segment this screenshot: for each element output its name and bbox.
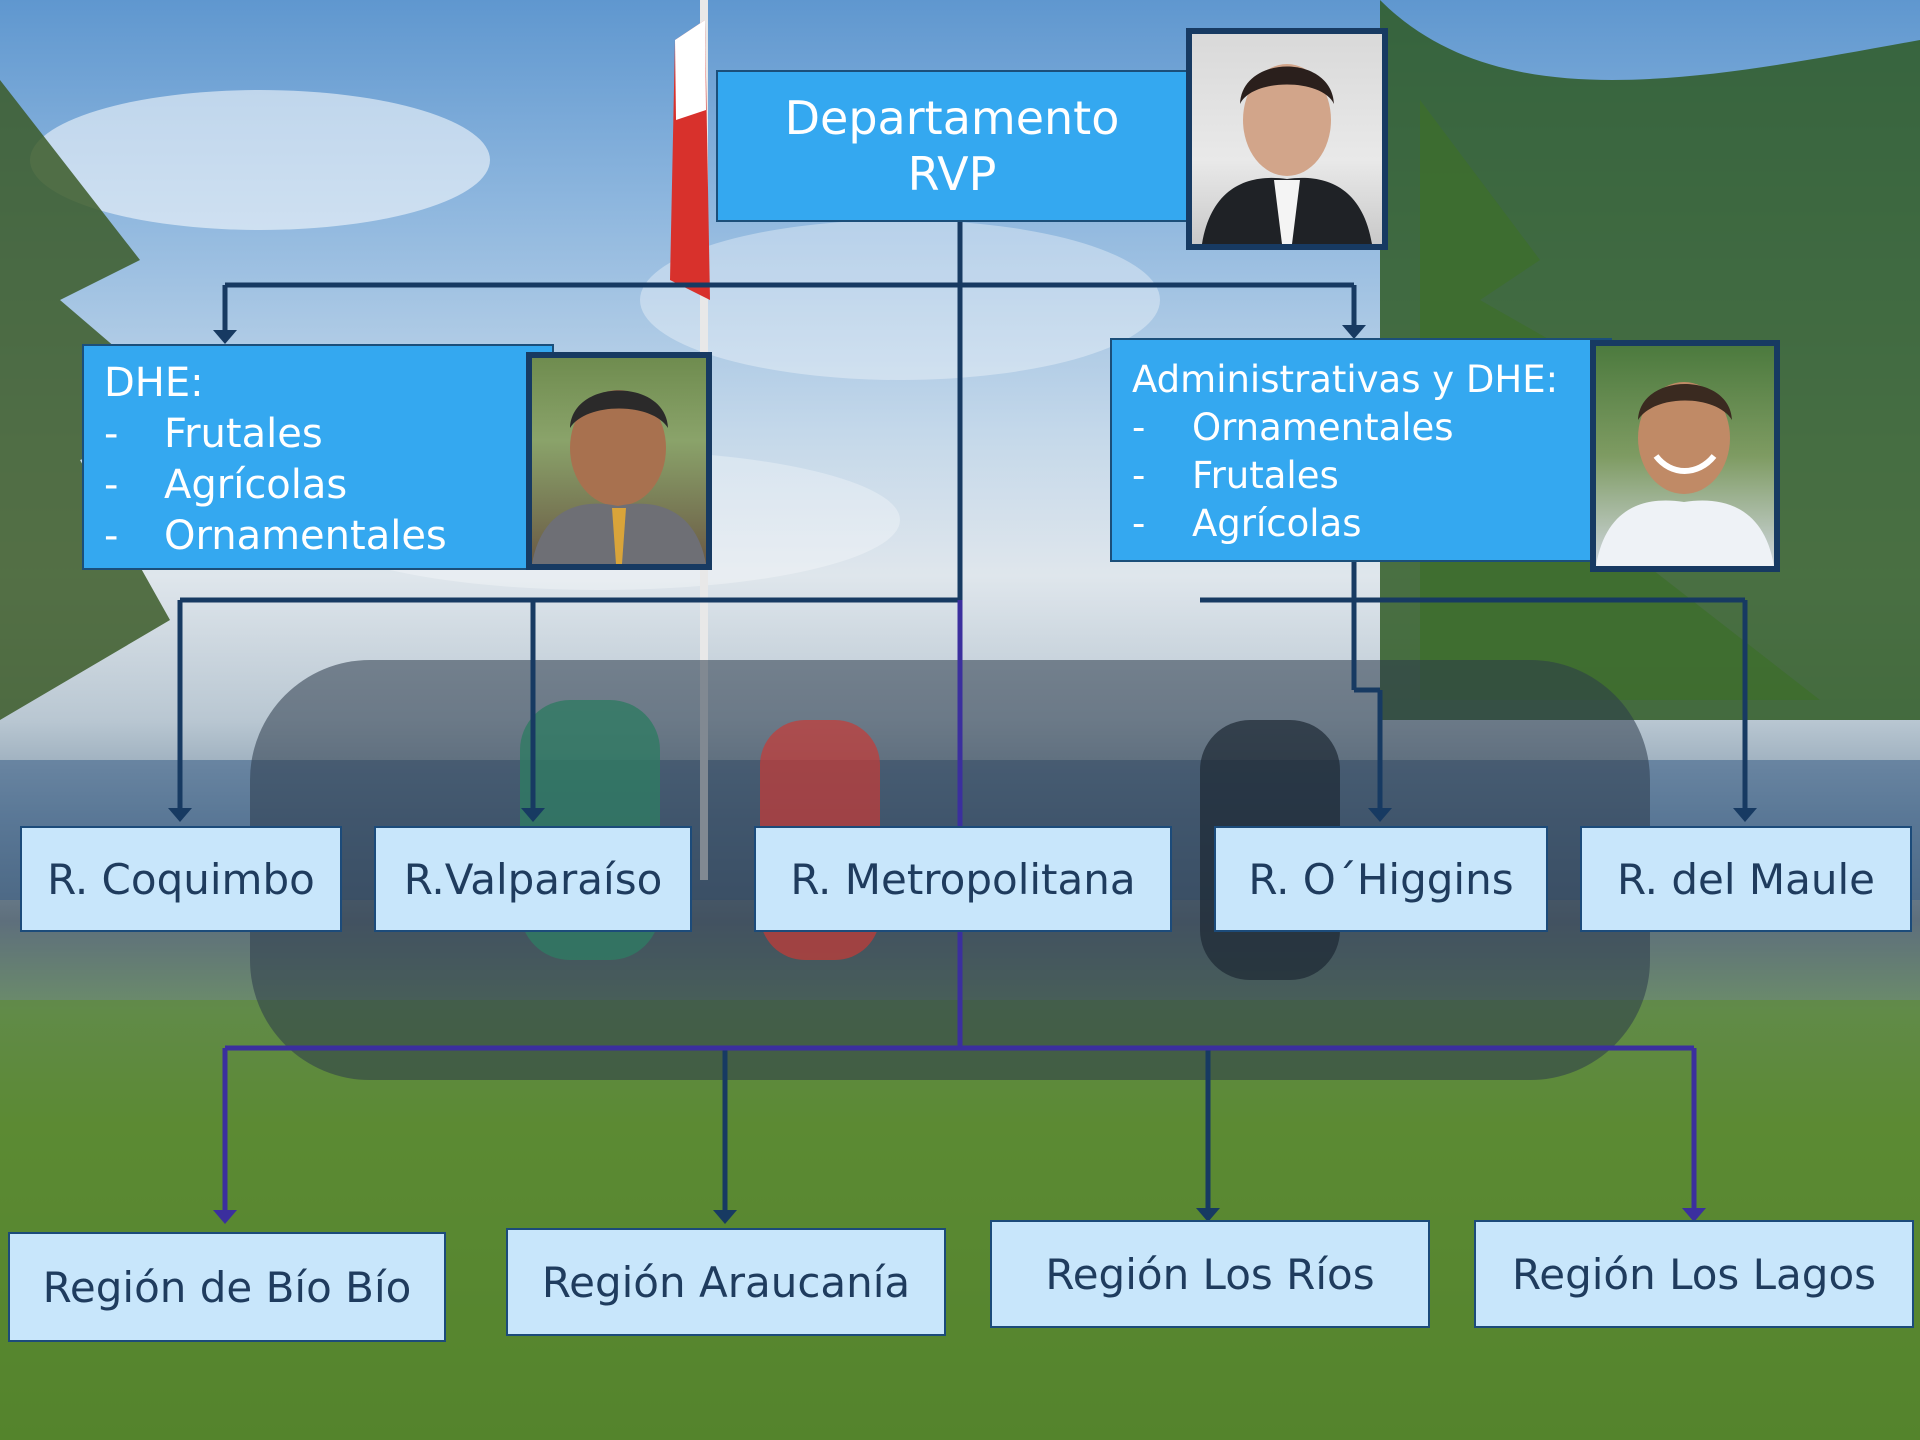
region-box-valparaiso: R.Valparaíso <box>374 826 692 932</box>
node-dhe-heading: DHE: <box>104 360 204 406</box>
list-item: -Agrícolas <box>1132 502 1362 545</box>
region-label: Región Araucanía <box>541 1257 911 1307</box>
list-item: -Agrícolas <box>104 462 348 508</box>
list-item: -Ornamentales <box>104 513 447 559</box>
region-box-araucania: Región Araucanía <box>506 1228 946 1336</box>
list-item: -Frutales <box>104 411 323 457</box>
portrait-photo-dhe <box>526 352 712 570</box>
node-admin-heading: Administrativas y DHE: <box>1132 358 1559 401</box>
region-label: R. O´Higgins <box>1248 854 1514 904</box>
region-box-bio-bio: Región de Bío Bío <box>8 1232 446 1342</box>
region-box-ohiggins: R. O´Higgins <box>1214 826 1548 932</box>
region-label: Región Los Ríos <box>1045 1249 1375 1299</box>
portrait-photo-admin <box>1590 340 1780 572</box>
node-title-line2: RVP <box>907 147 997 201</box>
list-item: -Frutales <box>1132 454 1339 497</box>
node-departamento-rvp: Departamento RVP <box>716 70 1188 222</box>
node-administrativas-dhe: Administrativas y DHE: -Ornamentales -Fr… <box>1110 338 1612 562</box>
region-label: R. Coquimbo <box>47 854 315 904</box>
region-label: R. del Maule <box>1616 854 1875 904</box>
region-box-los-rios: Región Los Ríos <box>990 1220 1430 1328</box>
region-box-maule: R. del Maule <box>1580 826 1912 932</box>
person-icon <box>1596 382 1774 566</box>
region-label: R.Valparaíso <box>403 854 663 904</box>
region-box-los-lagos: Región Los Lagos <box>1474 1220 1914 1328</box>
region-label: R. Metropolitana <box>790 854 1136 904</box>
person-icon <box>532 390 706 564</box>
person-icon <box>1202 64 1372 244</box>
portrait-photo-head <box>1186 28 1388 250</box>
list-item: -Ornamentales <box>1132 406 1454 449</box>
region-box-coquimbo: R. Coquimbo <box>20 826 342 932</box>
region-label: Región de Bío Bío <box>42 1262 412 1312</box>
region-label: Región Los Lagos <box>1511 1249 1877 1299</box>
node-title-line1: Departamento <box>784 91 1120 145</box>
region-box-metropolitana: R. Metropolitana <box>754 826 1172 932</box>
node-dhe: DHE: -Frutales -Agrícolas -Ornamentales <box>82 344 554 570</box>
